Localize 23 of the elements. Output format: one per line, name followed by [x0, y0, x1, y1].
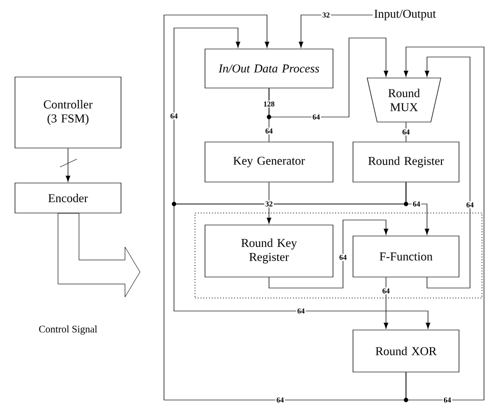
arrow [424, 56, 470, 288]
process-box: Key Generator [204, 142, 334, 182]
xor-box: Round XOR [352, 330, 460, 372]
mux-trapezoid: Round MUX [366, 78, 442, 122]
caption-text: Control Signal [39, 325, 98, 335]
arrow [384, 277, 388, 329]
register-box: Round Key Register [204, 224, 334, 278]
arrow [164, 14, 406, 400]
arrow [298, 14, 373, 48]
dotted-region [194, 212, 482, 298]
function-box: F-Function [352, 236, 460, 278]
hollow-arrow [58, 213, 140, 298]
controller-box: Controller (3 FSM) [14, 76, 122, 148]
register-box: Round Register [352, 142, 460, 182]
arrow [60, 148, 78, 182]
arrow [404, 46, 484, 400]
arrow [268, 220, 388, 288]
arrow [268, 38, 388, 118]
arrow [174, 182, 430, 329]
process-box: In/Out Data Process [204, 48, 334, 88]
io-label: Input/Output [374, 10, 436, 20]
arrow [266, 182, 272, 224]
encoder-box: Encoder [14, 182, 122, 214]
